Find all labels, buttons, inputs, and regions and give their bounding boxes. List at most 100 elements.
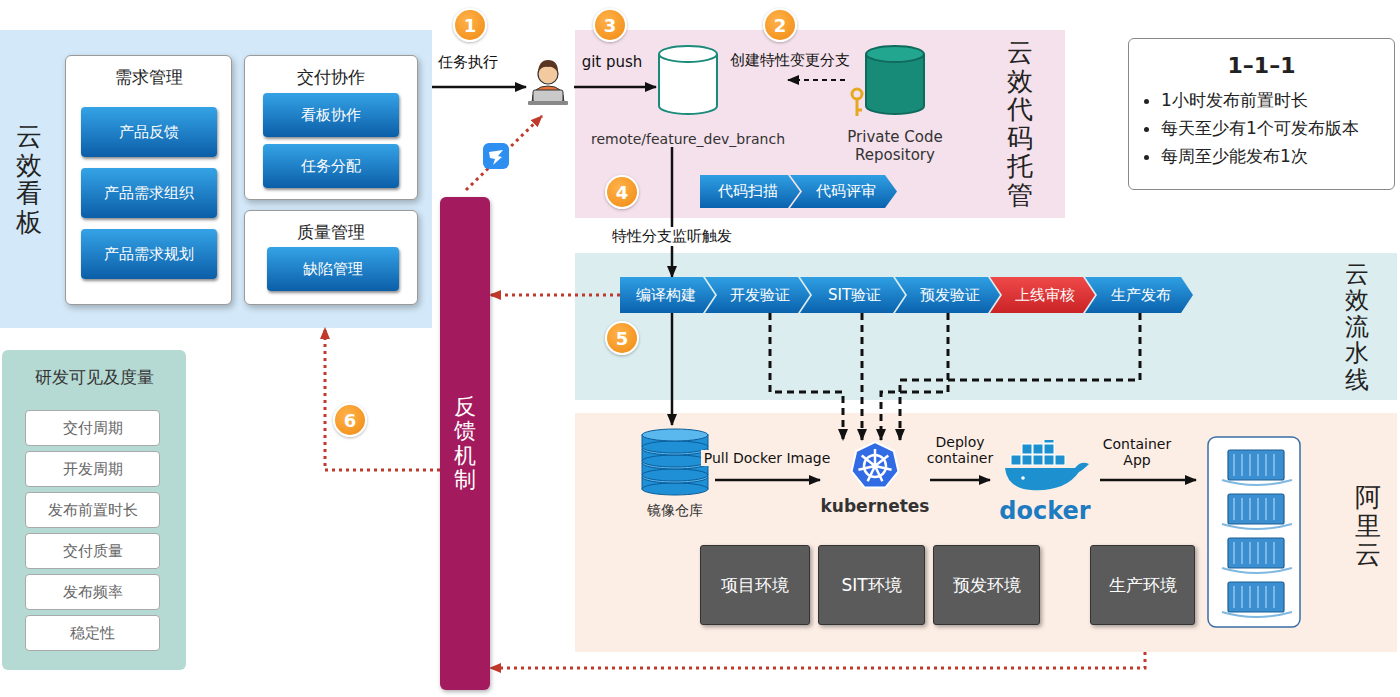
- container-stripe: [1273, 498, 1274, 520]
- stage-chevron: 代码扫描: [700, 175, 800, 208]
- feature-button: 产品反馈: [81, 107, 217, 157]
- box-text: 发布频率: [63, 583, 123, 602]
- box-text: 预发验证: [920, 286, 980, 305]
- container-stripe: [1265, 586, 1266, 608]
- container-stripe: [1273, 586, 1274, 608]
- shape-part: [642, 469, 708, 481]
- principle-list: 1小时发布前置时长每天至少有1个可发布版本每周至少能发布1次: [1143, 86, 1380, 170]
- connector: [930, 479, 990, 482]
- container-stripe: [1257, 586, 1258, 608]
- container-stripe: [1241, 542, 1242, 564]
- shape-part: [642, 455, 708, 467]
- feedback-bar: 反馈机制: [440, 197, 490, 690]
- push-arrow: [574, 87, 656, 88]
- shape-part: [866, 46, 924, 62]
- metric-box: 开发周期: [25, 451, 160, 487]
- box-text: 编译构建: [636, 286, 696, 305]
- feature-button: 产品需求组织: [81, 168, 217, 218]
- key-icon: [857, 109, 862, 112]
- stage-chevron: SIT验证: [800, 277, 905, 313]
- decoration-part: [432, 86, 526, 89]
- metrics-panel: 研发可见及度量交付周期开发周期发布前置时长交付质量发布频率稳定性: [2, 350, 186, 670]
- edge-label: 创建特性变更分支: [727, 51, 853, 70]
- decoration-part: [528, 101, 568, 105]
- connector: [715, 479, 820, 482]
- connector: [671, 313, 674, 425]
- stage-chevron: 上线审核: [990, 277, 1095, 313]
- box-text: 代码扫描: [718, 182, 778, 201]
- container-wave: [1222, 612, 1292, 617]
- region-panel: 云效看板需求管理产品反馈产品需求组织产品需求规划交付协作看板协作任务分配质量管理…: [0, 30, 432, 328]
- connector: [881, 313, 948, 440]
- shape-part: [1022, 444, 1032, 454]
- shape-part: [642, 441, 708, 453]
- box-text: 预发环境: [953, 574, 1021, 597]
- callout-number: 2: [763, 8, 797, 42]
- container-stripe: [1273, 454, 1274, 476]
- container-stripe: [1249, 586, 1250, 608]
- repository-label: Private Code Repository: [845, 128, 945, 164]
- container-stripe: [1257, 454, 1258, 476]
- stage-chevron: 生产发布: [1085, 277, 1193, 313]
- callout-number: 1: [453, 8, 487, 42]
- repository-label: remote/feature_dev_branch: [588, 131, 788, 147]
- connector: [861, 313, 864, 440]
- container-stripe: [1241, 586, 1242, 608]
- stage-chevron: 预发验证: [895, 277, 1000, 313]
- task-arrow: [432, 87, 526, 88]
- docker-logo: [990, 440, 1100, 492]
- environment-box: SIT环境: [818, 545, 925, 625]
- kubernetes-logo: [820, 440, 930, 492]
- container-stripe: [1249, 542, 1250, 564]
- region-title: 云效代码托管: [1007, 38, 1033, 210]
- container-stripe: [1233, 454, 1234, 476]
- callout-number: 5: [605, 321, 639, 355]
- container-stripe: [1273, 542, 1274, 564]
- container-stripe: [1233, 498, 1234, 520]
- stage-chevron: 开发验证: [705, 277, 810, 313]
- container-stripe: [1249, 454, 1250, 476]
- group-box: 交付协作看板协作任务分配: [244, 55, 418, 200]
- metric-box: 交付质量: [25, 533, 160, 569]
- container-block: [1228, 582, 1284, 612]
- feature-button: 缺陷管理: [267, 247, 399, 291]
- group-box: 质量管理缺陷管理: [244, 210, 418, 305]
- shape-part: [872, 463, 878, 469]
- group-box: 需求管理产品反馈产品需求组织产品需求规划: [65, 55, 232, 305]
- box-text: 缺陷管理: [303, 260, 363, 279]
- box-text: 稳定性: [70, 624, 115, 643]
- box-text: SIT验证: [828, 286, 881, 305]
- repository-label: 镜像仓库: [635, 502, 715, 520]
- feedback-title: 反馈机制: [454, 395, 476, 492]
- region-title: 云效看板: [16, 122, 42, 236]
- decoration-part: [489, 150, 503, 165]
- region-title: 阿里云: [1355, 483, 1381, 569]
- shape-part: [1021, 476, 1025, 480]
- metric-box: 交付周期: [25, 410, 160, 446]
- developer-icon: [528, 60, 568, 105]
- box-text: 开发周期: [63, 460, 123, 479]
- edge-label: Deploy container: [921, 434, 999, 466]
- cylinder-icon: [845, 42, 945, 120]
- principle-title: 1–1–1: [1143, 53, 1380, 78]
- callout-number: 6: [333, 403, 367, 437]
- container-stack: [1208, 437, 1300, 627]
- shape-part: [659, 46, 717, 62]
- decoration-part: [574, 86, 656, 89]
- feature-button: 产品需求规划: [81, 229, 217, 279]
- group-title: 研发可见及度量: [2, 366, 186, 389]
- stage-chevron: 代码评审: [790, 175, 897, 208]
- principle-text: 1小时发布前置时长: [1161, 90, 1308, 110]
- box-text: 交付周期: [63, 419, 123, 438]
- feature-button: 任务分配: [263, 144, 399, 188]
- box-text: 开发验证: [730, 286, 790, 305]
- repository-cylinder: 镜像仓库: [635, 425, 715, 520]
- metric-box: 发布频率: [25, 574, 160, 610]
- shape-part: [1022, 455, 1032, 465]
- principle-item: 每周至少能发布1次: [1161, 142, 1380, 170]
- container-block: [1228, 494, 1284, 524]
- shape-part: [642, 429, 708, 441]
- container-block: [1228, 450, 1284, 480]
- feedback-to-dev-arrow: [466, 116, 542, 190]
- box-text: 项目环境: [721, 574, 789, 597]
